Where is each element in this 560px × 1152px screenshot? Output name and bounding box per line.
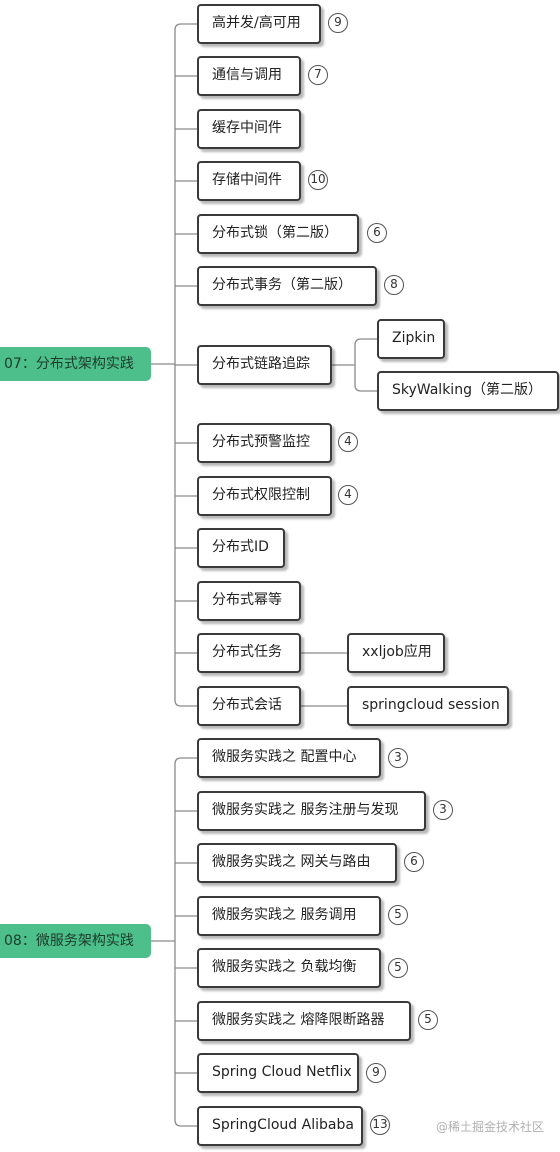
node-idempotence[interactable]: 分布式幂等 bbox=[197, 581, 301, 621]
node-cache-middleware[interactable]: 缓存中间件 bbox=[197, 109, 301, 149]
count-badge: 6 bbox=[367, 223, 387, 243]
count-badge: 4 bbox=[338, 432, 358, 452]
count-badge: 3 bbox=[433, 800, 453, 820]
node-distributed-transaction[interactable]: 分布式事务（第二版） bbox=[197, 266, 377, 306]
count-badge: 3 bbox=[388, 748, 408, 768]
node-gateway-routing[interactable]: 微服务实践之 网关与路由 bbox=[197, 843, 397, 883]
node-alert-monitoring[interactable]: 分布式预警监控 bbox=[197, 423, 332, 463]
node-skywalking[interactable]: SkyWalking（第二版） bbox=[377, 371, 559, 411]
count-badge: 8 bbox=[384, 275, 404, 295]
count-badge: 4 bbox=[338, 485, 358, 505]
node-distributed-task[interactable]: 分布式任务 bbox=[197, 633, 301, 673]
root-node-07[interactable]: 07：分布式架构实践 bbox=[0, 347, 151, 381]
connector-08-branch bbox=[174, 941, 197, 1127]
count-badge: 9 bbox=[366, 1063, 386, 1083]
node-distributed-session[interactable]: 分布式会话 bbox=[197, 686, 301, 726]
count-badge: 5 bbox=[388, 958, 408, 978]
node-load-balancing[interactable]: 微服务实践之 负载均衡 bbox=[197, 948, 381, 988]
node-high-concurrency[interactable]: 高并发/高可用 bbox=[197, 4, 321, 44]
connector-tracing-branch bbox=[354, 365, 377, 392]
node-service-registry[interactable]: 微服务实践之 服务注册与发现 bbox=[197, 791, 426, 831]
count-badge: 10 bbox=[308, 170, 328, 190]
count-badge: 9 bbox=[328, 13, 348, 33]
count-badge: 5 bbox=[418, 1010, 438, 1030]
count-badge: 5 bbox=[388, 905, 408, 925]
connector-07-branch bbox=[174, 364, 197, 707]
connector-08-branch bbox=[174, 757, 197, 941]
node-xxljob[interactable]: xxljob应用 bbox=[347, 633, 445, 673]
node-zipkin[interactable]: Zipkin bbox=[377, 319, 445, 359]
node-distributed-lock[interactable]: 分布式锁（第二版） bbox=[197, 214, 359, 254]
watermark: @稀土掘金技术社区 bbox=[436, 1120, 545, 1134]
node-distributed-tracing[interactable]: 分布式链路追踪 bbox=[197, 345, 332, 385]
node-storage-middleware[interactable]: 存储中间件 bbox=[197, 161, 301, 201]
node-distributed-id[interactable]: 分布式ID bbox=[197, 528, 285, 568]
root-node-08[interactable]: 08：微服务架构实践 bbox=[0, 924, 151, 958]
node-springcloud-session[interactable]: springcloud session bbox=[347, 686, 509, 726]
node-spring-cloud-netflix[interactable]: Spring Cloud Netflix bbox=[197, 1053, 359, 1093]
node-springcloud-alibaba[interactable]: SpringCloud Alibaba bbox=[197, 1106, 363, 1146]
count-badge: 7 bbox=[308, 65, 328, 85]
node-service-invocation[interactable]: 微服务实践之 服务调用 bbox=[197, 896, 381, 936]
node-circuit-breaker[interactable]: 微服务实践之 熔降限断路器 bbox=[197, 1001, 411, 1041]
connector-07-branch bbox=[174, 23, 197, 364]
count-badge: 13 bbox=[370, 1115, 390, 1135]
node-communication[interactable]: 通信与调用 bbox=[197, 56, 301, 96]
connector-tracing-branch bbox=[354, 338, 377, 365]
node-permission-control[interactable]: 分布式权限控制 bbox=[197, 476, 332, 516]
node-config-center[interactable]: 微服务实践之 配置中心 bbox=[197, 738, 381, 778]
count-badge: 6 bbox=[404, 852, 424, 872]
